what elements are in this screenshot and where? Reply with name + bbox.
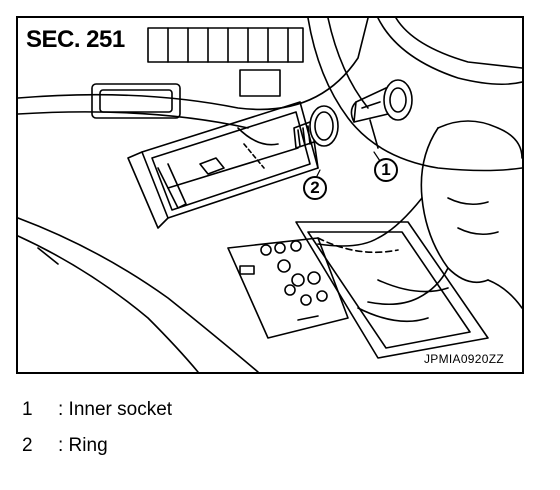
image-code: JPMIA0920ZZ — [424, 352, 504, 366]
legend-item-2: 2 : Ring — [22, 428, 172, 464]
dash-vents — [147, 27, 304, 97]
callout-1: 1 — [374, 158, 398, 182]
switch-panel — [227, 237, 349, 339]
shifter-gate — [295, 221, 489, 359]
shift-boot — [317, 120, 522, 309]
legend-number: 2 — [22, 435, 33, 456]
legend-text: : Ring — [58, 435, 108, 456]
callout-2: 2 — [303, 176, 327, 200]
callout-1-label: 1 — [381, 160, 391, 179]
legend-text: : Inner socket — [58, 399, 173, 420]
section-label: SEC. 251 — [26, 26, 129, 54]
legend-item-1: 1 : Inner socket — [22, 392, 172, 428]
tray-compartment — [127, 101, 319, 229]
inner-socket-part — [350, 79, 413, 149]
legend-number: 1 — [22, 399, 33, 420]
diagram-frame: 1 2 SEC. 251 JPMIA0920ZZ — [16, 16, 524, 374]
console-illustration — [18, 18, 522, 372]
legend: 1 : Inner socket 2 : Ring — [22, 392, 172, 464]
callout-2-label: 2 — [310, 178, 320, 197]
ring-part — [293, 105, 339, 169]
